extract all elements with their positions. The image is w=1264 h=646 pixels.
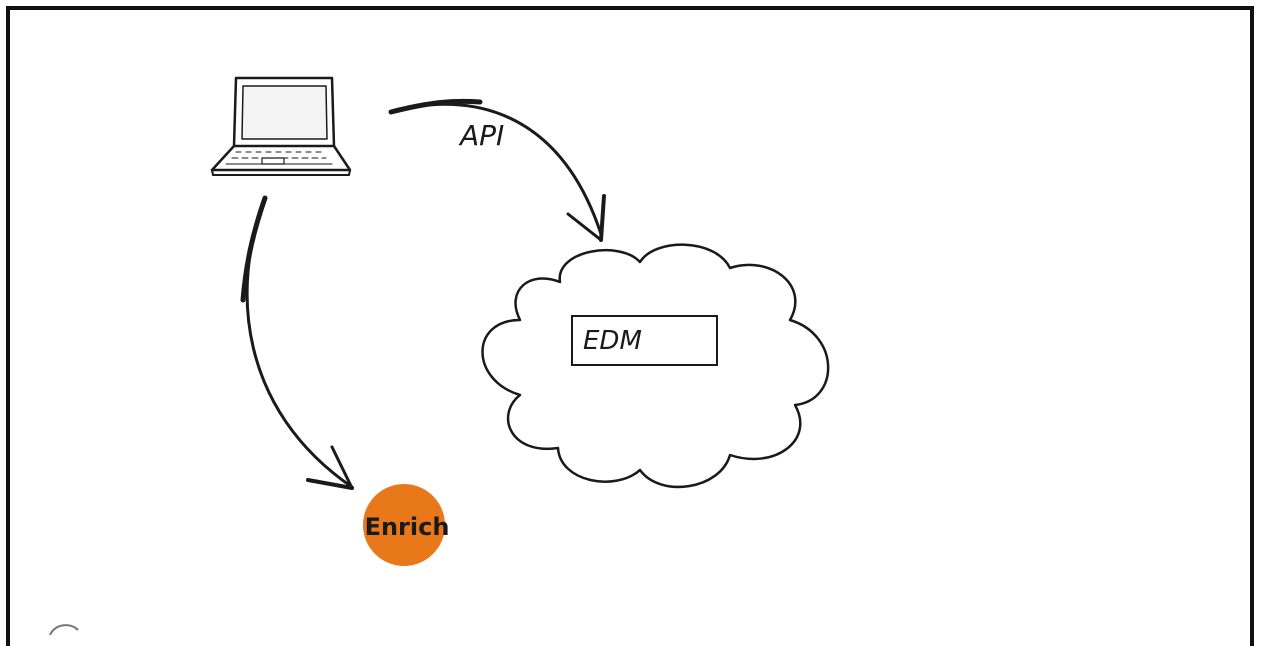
enrich-label: Enrich — [365, 513, 450, 541]
edm-box: EDM — [571, 315, 718, 366]
enrich-arrow — [240, 195, 354, 490]
edm-label: EDM — [583, 326, 642, 356]
enrich-node: Enrich — [363, 484, 449, 566]
laptop-icon — [210, 76, 352, 176]
api-label: API — [458, 119, 504, 152]
partial-mark — [49, 624, 79, 635]
api-arrow — [388, 98, 606, 242]
